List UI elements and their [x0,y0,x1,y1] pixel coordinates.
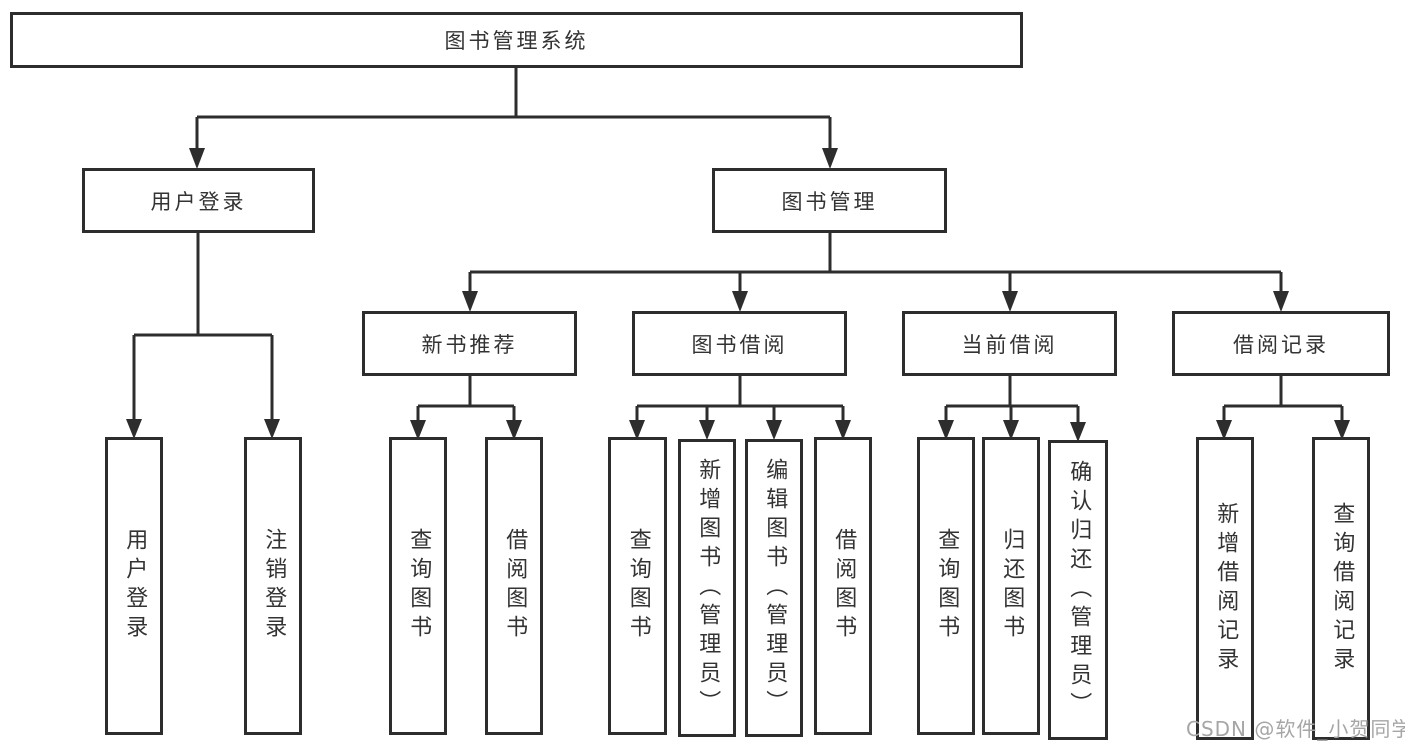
connector-book-management-to-level3 [462,233,1289,312]
leaf-query-borrow-record-label: 查询借阅记录 [1329,501,1355,676]
connector-user-login-to-leaves [126,233,280,439]
leaf-recommend-borrow-books-label: 借阅图书 [502,528,528,644]
leaf-recommend-query-books-label: 查询图书 [406,528,432,644]
leaf-borrow-query-books-label: 查询图书 [625,528,651,644]
connector-new-book-recommend-to-leaves [410,376,522,440]
leaf-query-borrow-record: 查询借阅记录 [1312,437,1370,740]
leaf-borrow-books: 借阅图书 [814,437,872,735]
node-current-borrow-label: 当前借阅 [961,332,1058,357]
node-user-login: 用户登录 [82,168,315,233]
node-current-borrow: 当前借阅 [902,311,1117,376]
connector-current-borrow-to-leaves [938,376,1086,442]
leaf-confirm-return-admin-label: 确认归还（管理员） [1066,459,1092,721]
leaf-current-query-books-label: 查询图书 [934,528,960,644]
node-root: 图书管理系统 [10,12,1023,68]
leaf-add-book-admin: 新增图书（管理员） [678,439,736,737]
leaf-add-borrow-record-label: 新增借阅记录 [1213,501,1239,676]
leaf-return-books: 归还图书 [982,437,1040,735]
connector-book-borrow-to-leaves [629,376,851,440]
node-user-login-label: 用户登录 [150,189,247,214]
node-book-borrow: 图书借阅 [632,311,847,376]
leaf-confirm-return-admin: 确认归还（管理员） [1048,440,1108,740]
leaf-logout-label: 注销登录 [261,528,287,644]
leaf-recommend-borrow-books: 借阅图书 [485,437,543,735]
node-book-management-label: 图书管理 [781,189,878,214]
leaf-borrow-query-books: 查询图书 [608,437,667,735]
node-book-borrow-label: 图书借阅 [691,332,788,357]
leaf-add-borrow-record: 新增借阅记录 [1196,437,1254,740]
node-book-management: 图书管理 [712,168,947,233]
node-borrow-records-label: 借阅记录 [1233,332,1329,357]
leaf-add-book-admin-label: 新增图书（管理员） [695,457,721,719]
leaf-user-login-label: 用户登录 [122,528,148,644]
leaf-return-books-label: 归还图书 [999,528,1025,644]
leaf-current-query-books: 查询图书 [917,437,975,735]
leaf-edit-book-admin: 编辑图书（管理员） [745,439,803,737]
csdn-watermark: CSDN @软件_小贺同学 [1186,717,1405,741]
leaf-recommend-query-books: 查询图书 [389,437,447,735]
node-new-book-recommend: 新书推荐 [362,311,577,376]
connector-borrow-records-to-leaves [1216,376,1350,440]
leaf-edit-book-admin-label: 编辑图书（管理员） [762,457,788,719]
leaf-logout: 注销登录 [244,437,302,735]
node-new-book-recommend-label: 新书推荐 [421,332,518,357]
connector-root-to-level2 [189,68,838,169]
leaf-user-login: 用户登录 [105,437,163,735]
leaf-borrow-books-label: 借阅图书 [831,528,857,644]
node-root-label: 图书管理系统 [444,29,589,53]
node-borrow-records: 借阅记录 [1172,311,1390,376]
